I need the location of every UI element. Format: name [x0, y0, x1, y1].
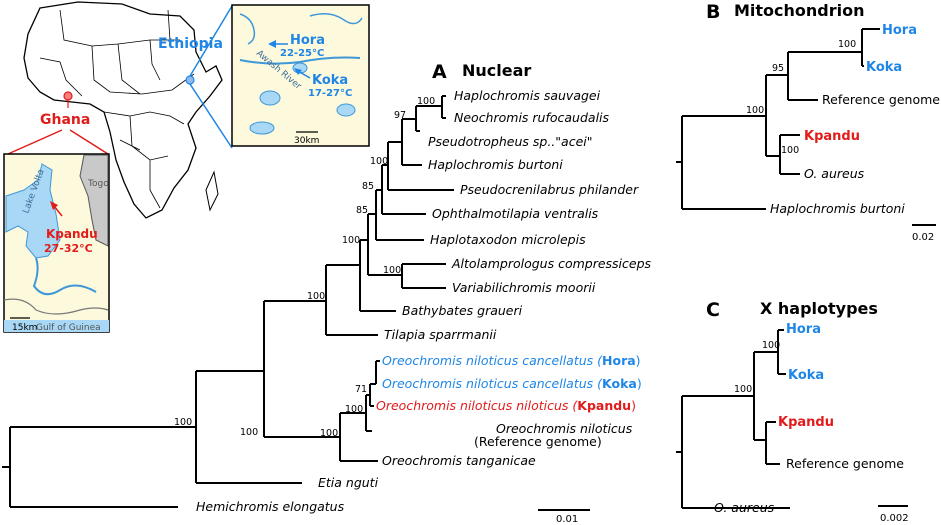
africa-map: Ghana Ethiopia: [7, 1, 233, 219]
tip-burtoni: Haplochromis burtoni: [428, 157, 563, 172]
a-boot-nilot: 100: [345, 404, 363, 415]
hora-map-label: Hora: [290, 33, 325, 48]
kpandu-temp: 27-32°C: [44, 242, 93, 255]
a-boot-bathy: 100: [342, 235, 360, 246]
tip-sparrmanii: Tilapia sparrmanii: [384, 327, 497, 342]
a-boot-pseudocren: 100: [370, 156, 388, 167]
b-tip-burtoni: Haplochromis burtoni: [770, 201, 905, 216]
ethiopia-inset: Awash River Hora 22-25°C Koka 17-27°C 30…: [231, 4, 370, 147]
a-boot-oreo: 100: [240, 427, 258, 438]
panel-b-letter: B: [706, 1, 720, 23]
a-boot-sauvagei: 100: [417, 96, 435, 107]
a-boot-tilapia: 100: [307, 291, 325, 302]
ghana-marker: [63, 91, 73, 101]
tip-elongatus: Hemichromis elongatus: [196, 499, 345, 514]
koka-temp: 17-27°C: [308, 88, 352, 99]
tip-rufocaudalis: Neochromis rufocaudalis: [454, 110, 610, 125]
a-boot-haplo: 85: [356, 205, 368, 216]
kpandu-map-label: Kpandu: [46, 227, 98, 241]
ethiopia-inset-scale: 30km: [294, 136, 319, 146]
panel-b-mito-tree: B Mitochondrion 100 95 100 100 Hora Koka…: [676, 1, 940, 243]
b-tip-reference: Reference genome: [822, 92, 940, 107]
panel-c-letter: C: [706, 299, 720, 321]
ghana-inset-scale: 15km: [12, 323, 37, 333]
b-boot-95: 95: [772, 63, 784, 74]
c-boot-niloticus: 100: [734, 384, 752, 395]
panel-c-title: X haplotypes: [760, 299, 878, 318]
panel-a-nuclear-tree: A Nuclear 100 100 100 100 85 85 100 100 …: [2, 61, 652, 525]
tip-niloticus-kpandu: Oreochromis niloticus niloticus (Kpandu): [376, 398, 636, 413]
tip-tanganicae: Oreochromis tanganicae: [382, 453, 536, 468]
a-boot-acei: 97: [394, 110, 406, 121]
a-boot-lamprologine: 100: [383, 265, 401, 276]
a-boot-tanganicae: 100: [320, 428, 338, 439]
tip-sauvagei: Haplochromis sauvagei: [454, 88, 601, 103]
tip-philander: Pseudocrenilabrus philander: [460, 182, 639, 197]
tip-cancellatus-hora: Oreochromis niloticus cancellatus (Hora): [382, 353, 641, 368]
togo-label: Togo: [87, 179, 109, 189]
ghana-label: Ghana: [40, 112, 90, 128]
c-tip-reference: Reference genome: [786, 456, 904, 471]
b-tip-kpandu: Kpandu: [804, 129, 860, 144]
b-boot-hora-koka: 100: [838, 39, 856, 50]
c-tip-kpandu: Kpandu: [778, 415, 834, 430]
hora-temp: 22-25°C: [280, 48, 324, 59]
panel-c-scale: 0.002: [880, 513, 909, 524]
b-boot-niloticus: 100: [746, 105, 764, 116]
tip-graueri: Bathybates graueri: [402, 303, 523, 318]
panel-b-title: Mitochondrion: [734, 1, 865, 20]
c-tip-hora: Hora: [786, 322, 821, 337]
panel-c-x-haplotype-tree: C X haplotypes 100 100 Hora Koka Kpandu …: [676, 299, 909, 524]
tip-ventralis: Ophthalmotilapia ventralis: [432, 206, 599, 221]
tip-cancellatus-koka: Oreochromis niloticus cancellatus (Koka): [382, 376, 642, 391]
gulf-label: Gulf of Guinea: [36, 323, 101, 333]
b-boot-kpandu: 100: [781, 145, 799, 156]
a-boot-71: 71: [355, 384, 367, 395]
panel-a-title: Nuclear: [462, 61, 531, 80]
a-boot-ophth: 85: [362, 181, 374, 192]
panel-b-scale: 0.02: [912, 232, 934, 243]
a-boot-root: 100: [174, 417, 192, 428]
b-tip-hora: Hora: [882, 23, 917, 38]
tip-nguti: Etia nguti: [318, 475, 379, 490]
ethiopia-marker: [185, 75, 195, 85]
tip-niloticus-ref: Oreochromis niloticus: [496, 421, 633, 436]
koka-map-label: Koka: [312, 73, 348, 88]
b-tip-aureus: O. aureus: [804, 166, 865, 181]
tip-acei: Pseudotropheus sp.."acei": [428, 134, 592, 149]
tip-microlepis: Haplotaxodon microlepis: [430, 232, 586, 247]
b-tip-koka: Koka: [866, 60, 902, 75]
panel-a-letter: A: [432, 61, 447, 83]
ghana-inset: 15km Gulf of Guinea Togo Lake Volta Kpan…: [3, 153, 110, 333]
c-tip-koka: Koka: [788, 368, 824, 383]
c-boot-hora-koka: 100: [762, 340, 780, 351]
tip-compressiceps: Altolamprologus compressiceps: [451, 256, 652, 271]
c-tip-aureus: O. aureus: [714, 500, 775, 515]
tip-reference-genome: (Reference genome): [474, 434, 602, 449]
tip-moorii: Variabilichromis moorii: [452, 280, 596, 295]
panel-a-scale: 0.01: [556, 514, 578, 525]
